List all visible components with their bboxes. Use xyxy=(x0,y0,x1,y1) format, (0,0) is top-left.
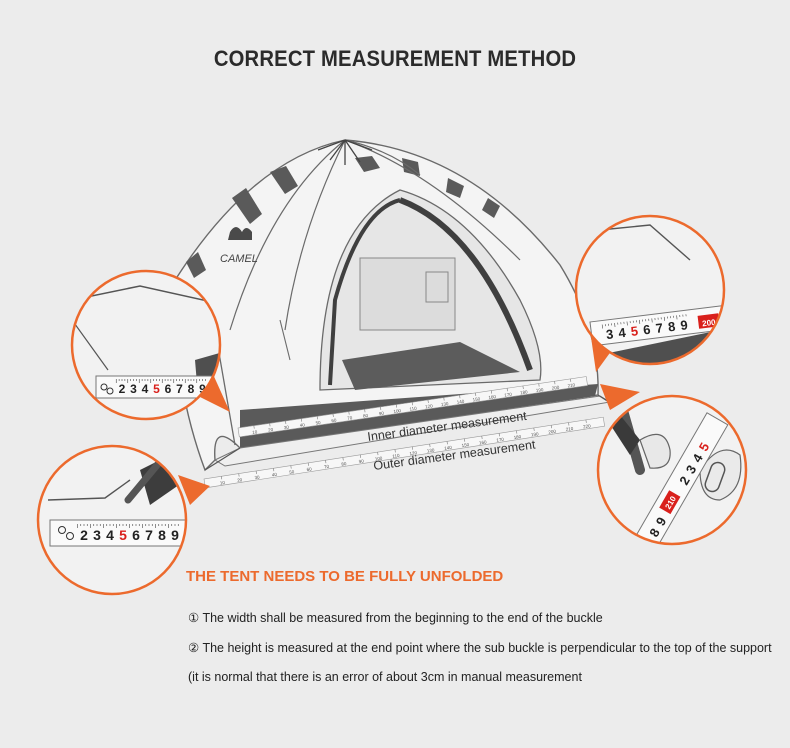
ruler-digit: 6 xyxy=(633,548,650,562)
ruler-digit: 4 xyxy=(106,527,114,543)
ruler-digit: 2 xyxy=(80,527,88,543)
ruler-digit: 6 xyxy=(165,382,172,396)
ruler-digit: 2 xyxy=(119,382,126,396)
note-width: ① The width shall be measured from the b… xyxy=(188,610,603,625)
ruler-digit: 5 xyxy=(119,527,127,543)
page-title: CORRECT MEASUREMENT METHOD xyxy=(32,46,759,72)
ruler-digit: 8 xyxy=(188,382,195,396)
ruler-digit: 7 xyxy=(176,382,183,396)
ruler-digit: 8 xyxy=(158,527,166,543)
ruler-digit: 3 xyxy=(130,382,137,396)
note-error: (it is normal that there is an error of … xyxy=(188,670,582,684)
ruler-digit: 3 xyxy=(93,527,101,543)
ruler-digit: 7 xyxy=(145,527,153,543)
ruler-digit: 6 xyxy=(132,527,140,543)
ruler-digit: 4 xyxy=(142,382,149,396)
ruler-digit: 9 xyxy=(171,527,179,543)
tent-drawing: CAMEL xyxy=(172,140,612,470)
section-heading: THE TENT NEEDS TO BE FULLY UNFOLDED xyxy=(186,568,503,585)
ruler-digit: 5 xyxy=(153,382,160,396)
note-height: ② The height is measured at the end poin… xyxy=(188,640,772,655)
svg-text:CAMEL: CAMEL xyxy=(220,253,258,265)
